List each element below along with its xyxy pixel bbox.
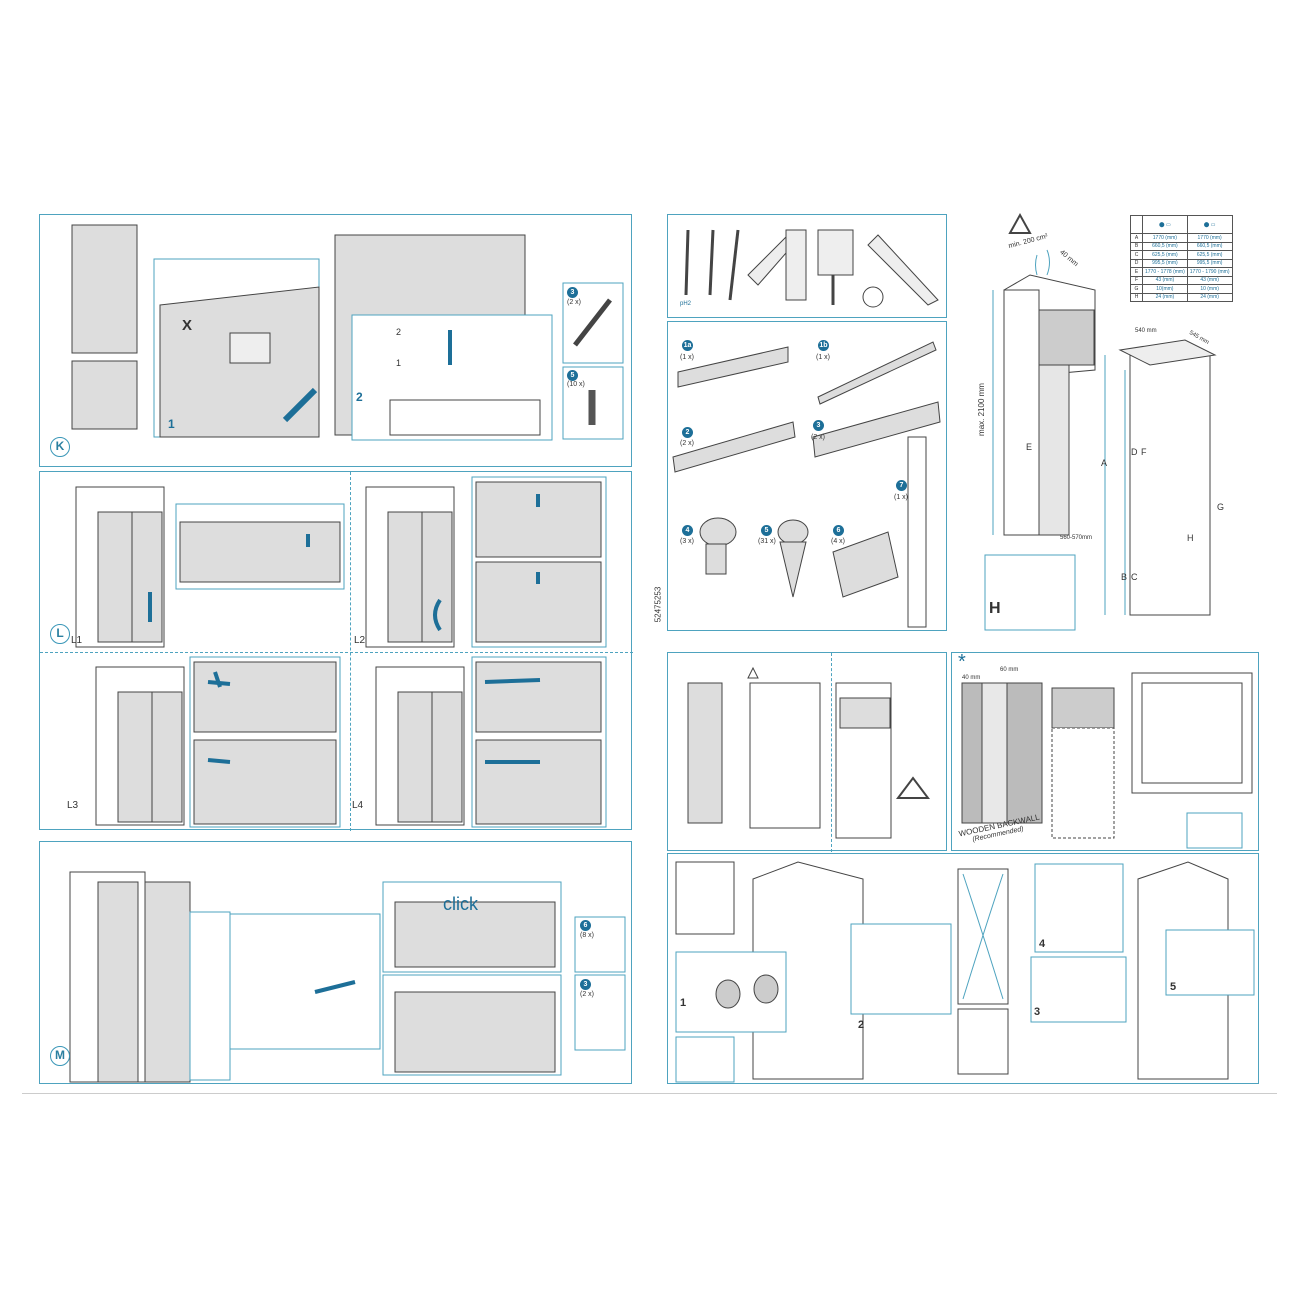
part-2-badge: 2 [682, 427, 693, 438]
panel-l: L L1 L2 L3 L4 [39, 471, 633, 831]
panel-k: X 1 2 2 1 3 (2 x) 5 (10 x) K [39, 214, 632, 467]
panel-tools: pH2 [667, 214, 947, 318]
part-5-qty: (31 x) [758, 538, 776, 545]
dim-g: G [1217, 502, 1225, 512]
tools-drawing [684, 229, 939, 308]
click-label: click [443, 894, 478, 914]
hinge-step-2: 2 [858, 1019, 865, 1031]
doc-code: 52475253 [653, 586, 663, 623]
label-l4: L4 [352, 800, 364, 811]
hinge-step-4: 4 [1039, 938, 1046, 950]
panel-l-drawing [75, 476, 607, 828]
dim-c: C [1131, 572, 1138, 582]
parts-drawing [672, 341, 941, 628]
gap-label: 40 mm [1058, 248, 1080, 269]
part-3-qty: (2 x) [811, 434, 825, 441]
dim-e: E [1026, 442, 1033, 452]
section-m-label: M [50, 1046, 70, 1066]
backwall-d1: 40 mm [962, 675, 981, 681]
part-1a-badge: 1a [682, 340, 693, 351]
col-1b-icon: ⬤ ▭ [1186, 215, 1233, 234]
part-4-qty: (3 x) [680, 538, 694, 545]
part-3-qty: (2 x) [567, 299, 581, 306]
dim-h-detail: H [989, 600, 1001, 617]
part-1b-badge: 1b [818, 340, 829, 351]
backwall-d2: 60 mm [1000, 667, 1019, 673]
dim-b: B [1121, 572, 1128, 582]
part-3-badge: 3 [567, 287, 578, 298]
part-3-badge: 3 [580, 979, 591, 990]
col-1a-icon: ⬤ ▭ [1142, 215, 1188, 234]
part-7-qty: (1 x) [894, 494, 908, 501]
part-6-badge: 6 [580, 920, 591, 931]
part-4-badge: 4 [682, 525, 693, 536]
panel-door-hinge: 1 2 3 4 5 [667, 853, 1259, 1084]
dim-f: F [1141, 447, 1147, 457]
depth-label: 545 mm [1187, 329, 1210, 347]
max-height-label: max. 2100 mm [976, 383, 986, 436]
section-k-label: K [50, 437, 70, 457]
panel-m-drawing [69, 871, 626, 1083]
niche-label: 560-570mm [1060, 535, 1093, 541]
ventilation-label: min. 200 cm² [1007, 232, 1049, 251]
step-2-label: 2 [356, 390, 363, 404]
niche-drawing [687, 666, 930, 839]
dim-d: D [1131, 447, 1138, 457]
width-label: 540 mm [1135, 328, 1157, 334]
ph2-label: pH2 [680, 301, 692, 307]
step-1-label: 1 [168, 417, 175, 431]
part-5-badge: 5 [761, 525, 772, 536]
part-6-qty: (8 x) [580, 932, 594, 939]
label-l2: L2 [354, 635, 366, 646]
part-3-badge: 3 [813, 420, 824, 431]
hinge-step-5: 5 [1170, 981, 1177, 993]
panel-k-drawing [71, 224, 624, 441]
part-6-badge: 6 [833, 525, 844, 536]
page-divider [22, 1093, 1277, 1094]
substep-2-label: 2 [396, 327, 402, 337]
label-l3: L3 [67, 800, 79, 811]
dim-a: A [1101, 458, 1108, 468]
part-6-qty: (4 x) [831, 538, 845, 545]
part-3-qty: (2 x) [580, 991, 594, 998]
panel-backwall: * 40 mm 60 mm WOODEN BACKWALL (Recommend… [951, 651, 1259, 851]
part-5-badge: 5 [567, 370, 578, 381]
backwall-drawing [961, 672, 1253, 849]
panel-m: click 6 (8 x) 3 (2 x) M [39, 841, 632, 1084]
x-dimension-label: X [182, 317, 193, 334]
part-1b-qty: (1 x) [816, 354, 830, 361]
dim-h: H [1187, 533, 1194, 543]
panel-niche [667, 652, 947, 852]
substep-1-label: 1 [396, 358, 402, 368]
part-2-qty: (2 x) [680, 440, 694, 447]
section-l-label: L [50, 624, 70, 644]
part-5-qty: (10 x) [567, 381, 585, 388]
hinge-drawing [675, 861, 1255, 1083]
panel-parts: 1a (1 x) 1b (1 x) 2 (2 x) 3 (2 x) 4 (3 x… [667, 321, 947, 631]
label-l1: L1 [71, 635, 83, 646]
part-1a-qty: (1 x) [680, 354, 694, 361]
part-7-badge: 7 [896, 480, 907, 491]
asterisk-icon: * [958, 651, 966, 673]
hinge-step-3: 3 [1034, 1006, 1041, 1018]
hinge-step-1: 1 [680, 997, 687, 1009]
